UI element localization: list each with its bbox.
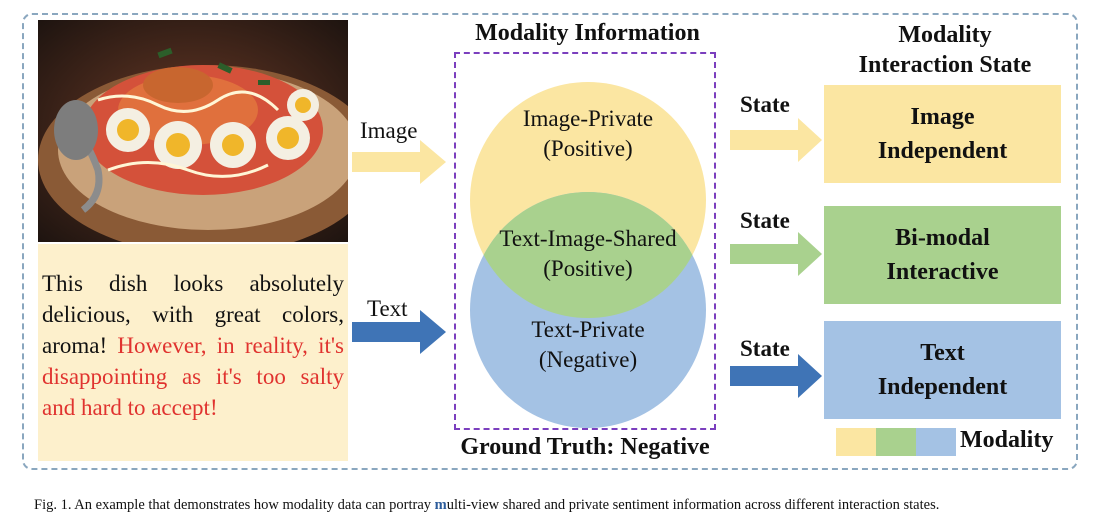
state-arrow-bimodal-icon xyxy=(730,232,822,276)
state-box-line1: Image xyxy=(910,104,975,130)
text-input-label: Text xyxy=(367,296,408,321)
state-label-text: State xyxy=(740,336,790,361)
state-box-line2: Interactive xyxy=(886,259,999,285)
interaction-state-title: Modality Interaction State xyxy=(820,20,1070,80)
shared-label: Text-Image-Shared xyxy=(499,226,677,251)
state-box-line1: Bi-modal xyxy=(895,225,990,251)
state-label-image: State xyxy=(740,92,790,117)
image-input-label: Image xyxy=(360,118,418,143)
interaction-state-title-line2: Interaction State xyxy=(858,52,1032,78)
legend-label: Modality xyxy=(960,427,1054,453)
ground-truth-label: Ground Truth: Negative xyxy=(460,434,710,460)
image-private-label: Image-Private xyxy=(522,106,654,131)
text-sample-negative: However, in reality, it's disappointing … xyxy=(42,333,344,420)
caption-suffix: ulti-view shared and private sentiment i… xyxy=(446,497,940,513)
text-private-sentiment: (Negative) xyxy=(538,347,638,372)
state-arrow-text-icon xyxy=(730,354,822,398)
caption-prefix: Fig. 1. An example that demonstrates how… xyxy=(34,497,435,513)
modality-information-title: Modality Information xyxy=(475,20,700,46)
interaction-state-title-line1: Modality xyxy=(898,22,992,48)
figure-caption: Fig. 1. An example that demonstrates how… xyxy=(34,497,1084,514)
legend-swatch-image xyxy=(836,428,876,456)
image-private-sentiment: (Positive) xyxy=(543,136,633,161)
text-sample-positive: This dish looks absolutely delicious, wi… xyxy=(42,271,344,358)
text-sample: This dish looks absolutely delicious, wi… xyxy=(38,244,348,461)
modality-information-box xyxy=(454,52,716,430)
caption-highlight: m xyxy=(434,497,447,513)
text-private-label: Text-Private xyxy=(531,317,645,342)
state-arrow-image-icon xyxy=(730,118,822,162)
image-arrow-icon xyxy=(352,140,446,184)
state-box-line2: Independent xyxy=(877,138,1008,164)
shared-sentiment: (Positive) xyxy=(543,256,633,281)
image-private-text: Image-Private (Positive) xyxy=(458,104,718,164)
state-label-bimodal: State xyxy=(740,208,790,233)
legend-swatch-bimodal xyxy=(876,428,916,456)
state-box-line1: Text xyxy=(920,340,965,366)
text-arrow-icon xyxy=(352,310,446,354)
food-photo xyxy=(38,20,348,242)
shared-text: Text-Image-Shared (Positive) xyxy=(458,224,718,284)
legend-swatch-text xyxy=(916,428,956,456)
shared-region xyxy=(470,192,706,318)
figure-frame xyxy=(22,13,1078,470)
text-private-text: Text-Private (Negative) xyxy=(458,315,718,375)
state-box-line2: Independent xyxy=(877,374,1008,400)
